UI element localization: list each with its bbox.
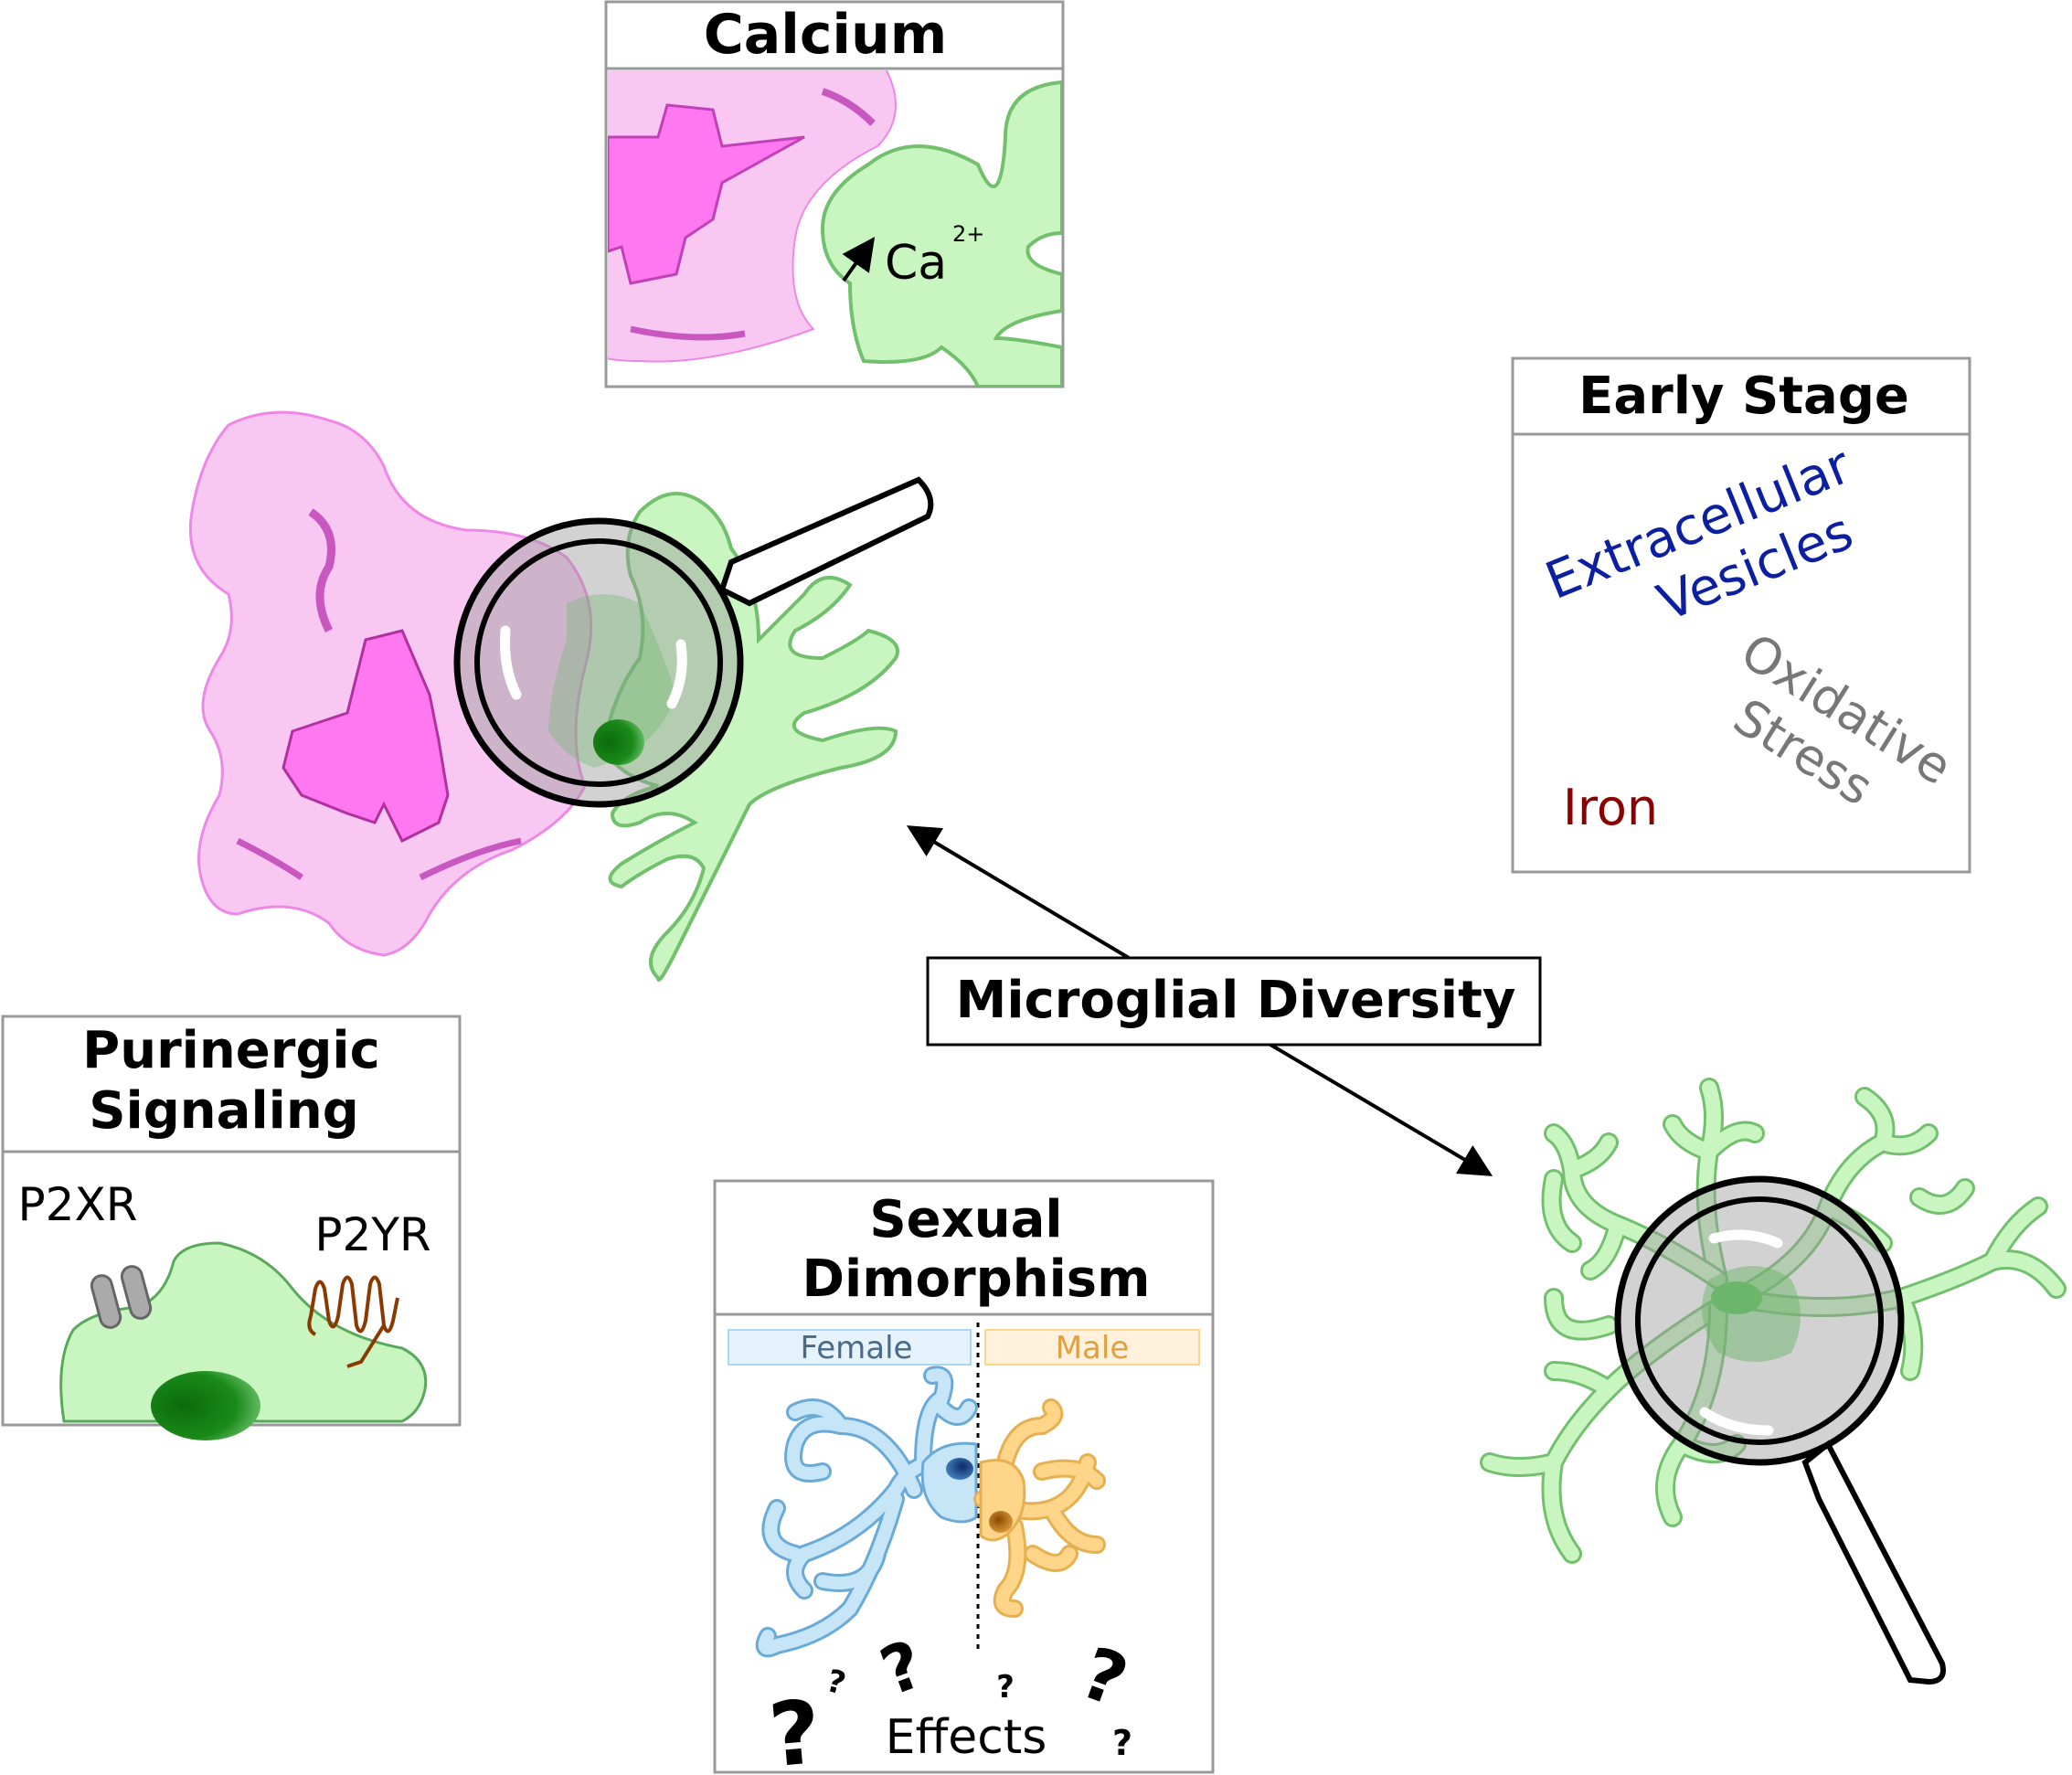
- green-microglia-processes: [600, 492, 899, 982]
- question-mark-icon: ?: [1112, 1723, 1132, 1763]
- p2xr-receptor-icon: [90, 1265, 153, 1329]
- question-mark-icon: ?: [765, 1681, 824, 1775]
- sexual-title-line2: Dimorphism: [802, 1249, 1151, 1309]
- main-cell-cluster: [188, 410, 934, 982]
- magnifying-glass-top: [453, 476, 934, 808]
- microglial-diversity-label: Microglial Diversity: [956, 971, 1516, 1030]
- p2yr-receptor-icon: [307, 1275, 399, 1368]
- effects-label: Effects: [886, 1710, 1047, 1765]
- p2xr-label: P2XR: [18, 1178, 138, 1231]
- calcium-panel: Calcium Ca 2+: [604, 0, 1065, 388]
- microglia-cell: [820, 80, 1062, 387]
- pink-astrocyte-core: [282, 629, 450, 844]
- male-microglia: [973, 1398, 1106, 1618]
- question-mark-icon: ?: [996, 1669, 1015, 1706]
- calcium-ion-label: Ca: [885, 236, 947, 291]
- magnifying-glass-bottom: [1614, 1175, 1946, 1685]
- lower-right-microglia: [1480, 1078, 2067, 1685]
- female-label: Female: [801, 1330, 913, 1366]
- p2yr-label: P2YR: [314, 1208, 430, 1261]
- purinergic-nucleus: [151, 1371, 260, 1440]
- astrocyte-core: [608, 103, 805, 285]
- center-hub: Microglial Diversity: [906, 825, 1542, 1176]
- early-stage-panel: Early Stage Extracellular Vesicles Oxida…: [1511, 356, 1971, 874]
- early-stage-title: Early Stage: [1578, 367, 1909, 426]
- arrow-to-lower-right: [1264, 1040, 1493, 1176]
- purinergic-title-line1: Purinergic: [82, 1021, 380, 1080]
- arrow-to-upper-left: [906, 825, 1131, 960]
- female-microglia: [755, 1366, 978, 1658]
- male-label: Male: [1056, 1330, 1130, 1366]
- calcium-title: Calcium: [704, 3, 947, 67]
- sexual-dimorphism-panel: Sexual Dimorphism Female Male Effects ? …: [713, 1179, 1215, 1775]
- iron-label: Iron: [1563, 779, 1658, 836]
- sexual-title-line1: Sexual: [869, 1190, 1062, 1249]
- purinergic-panel: Purinergic Signaling P2XR P2YR: [1, 1015, 462, 1440]
- purinergic-cell: [59, 1241, 428, 1423]
- calcium-charge-label: 2+: [952, 221, 984, 247]
- purinergic-title-line2: Signaling: [89, 1081, 359, 1141]
- up-arrow: [842, 237, 876, 282]
